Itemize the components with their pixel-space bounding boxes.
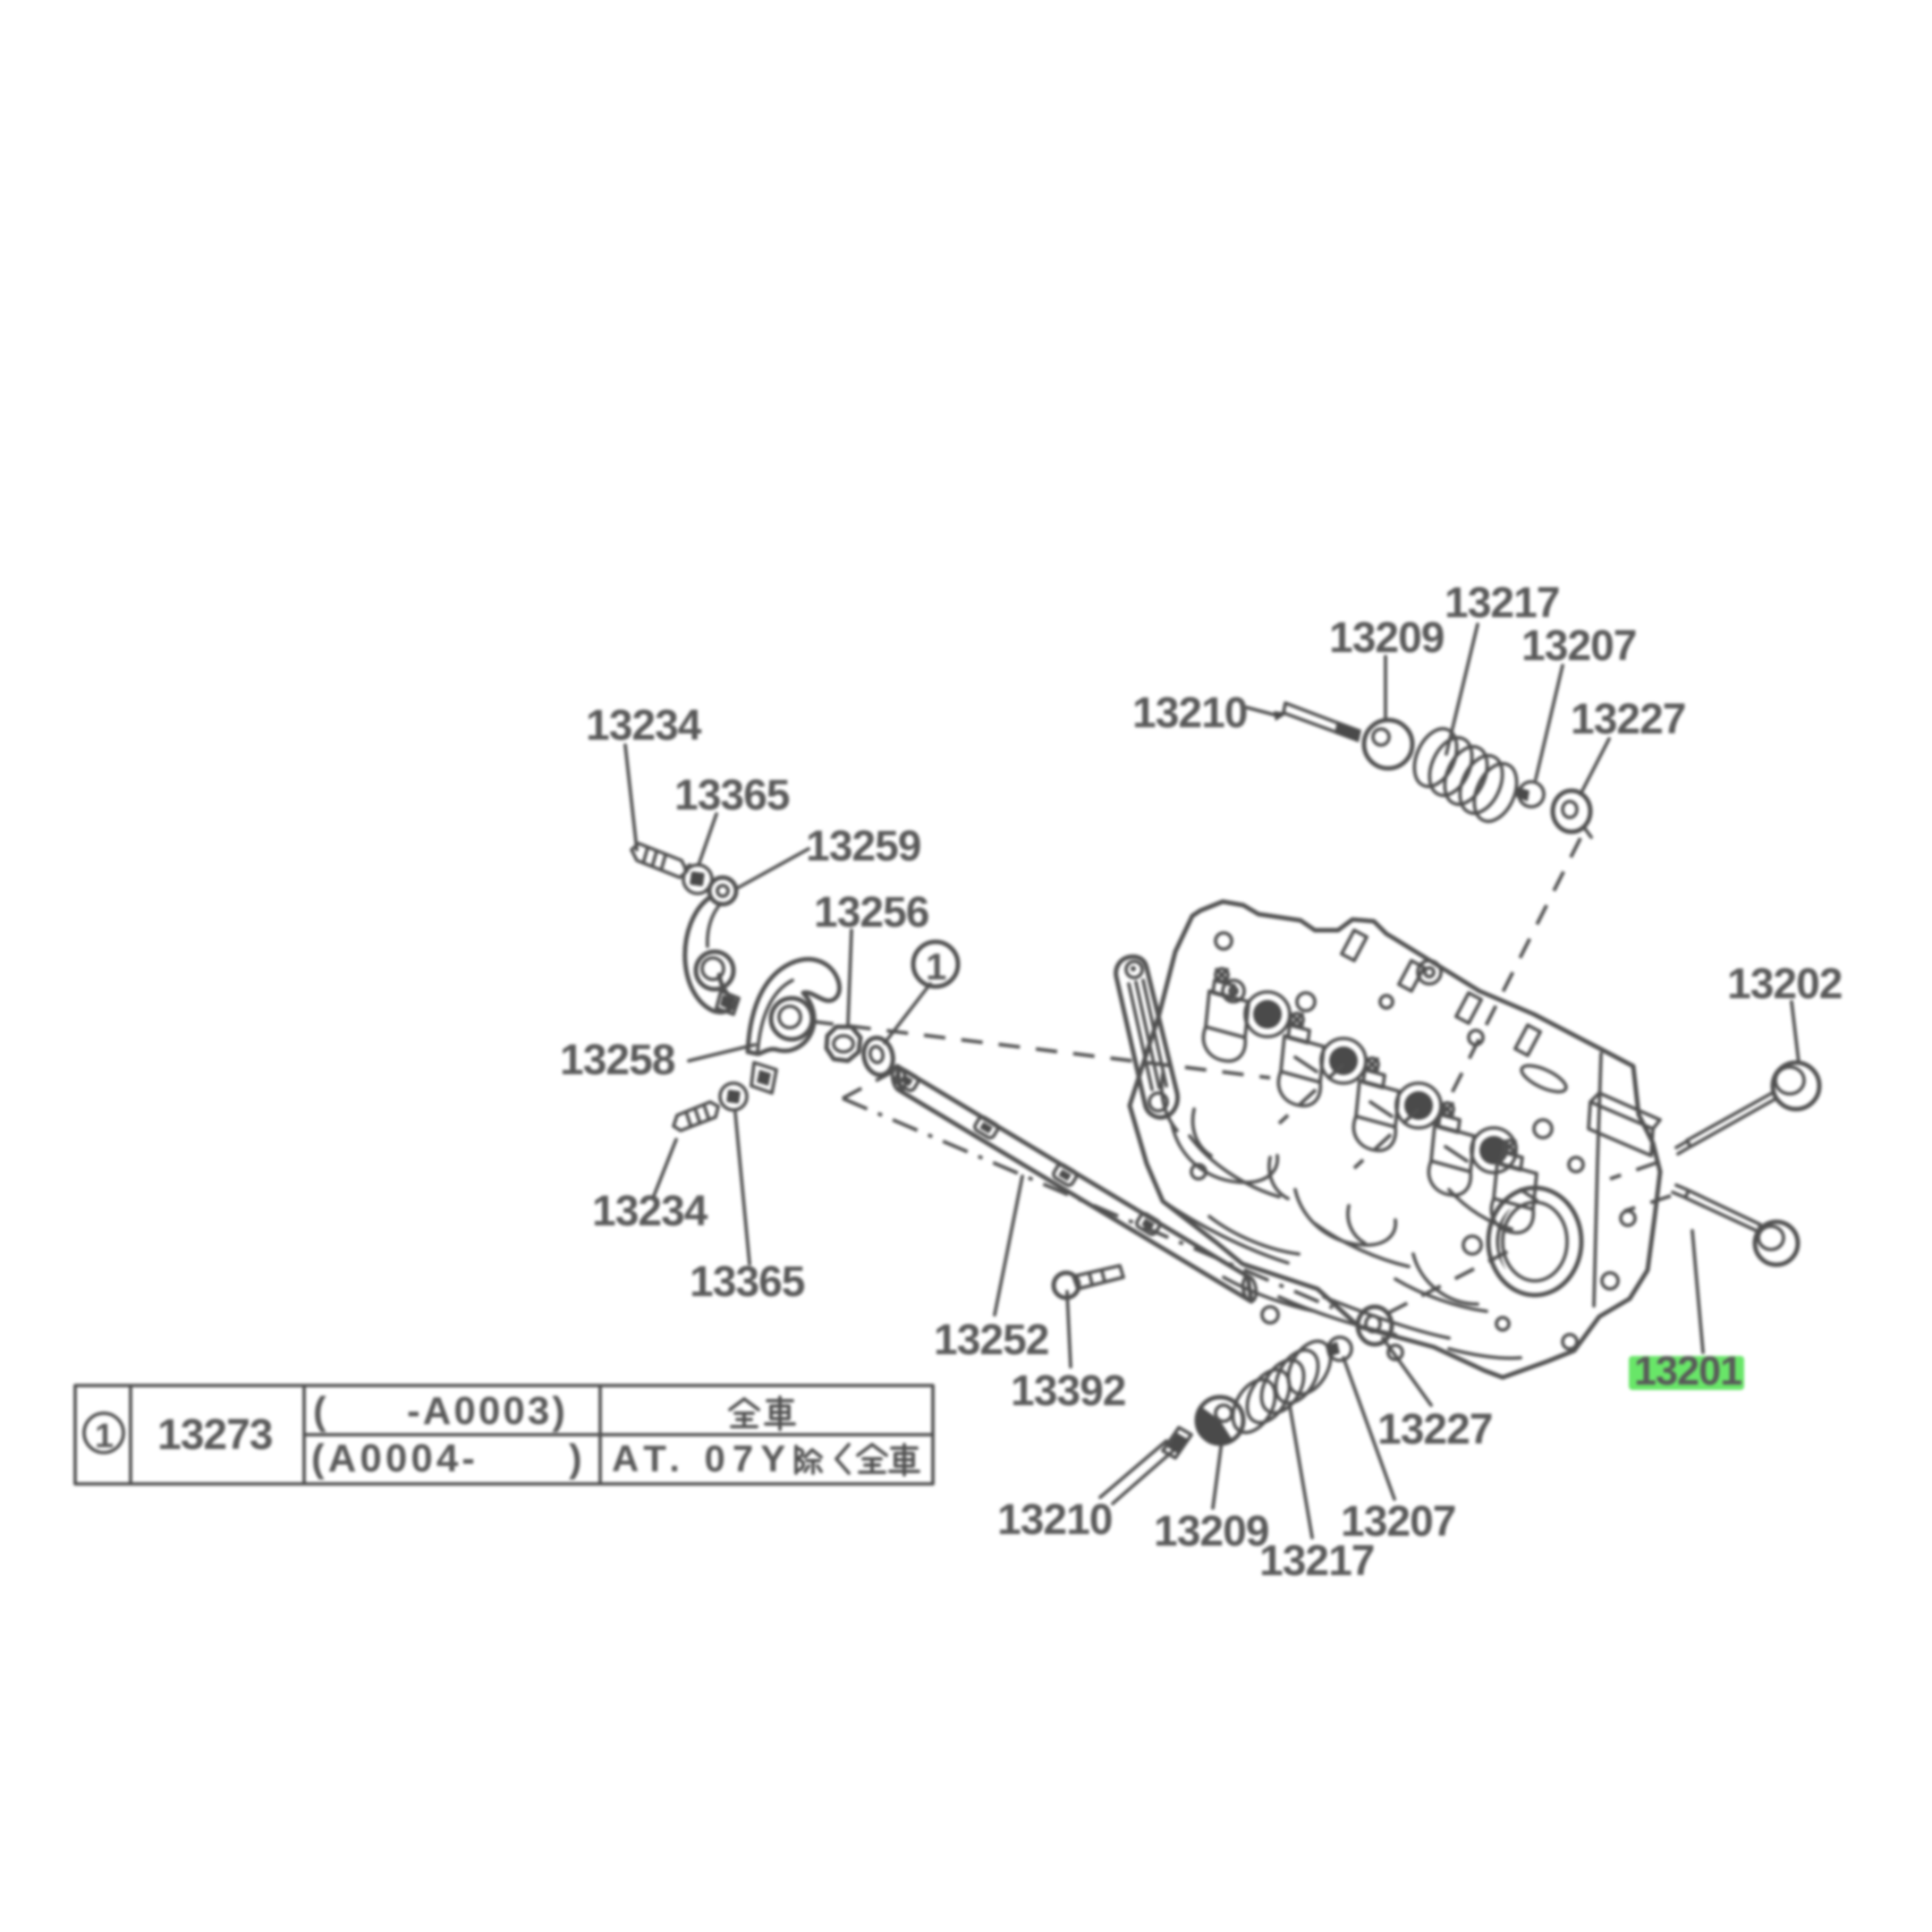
svg-text:1: 1 [95,1418,114,1455]
svg-text:13252: 13252 [934,1317,1048,1364]
svg-text:13217: 13217 [1259,1538,1374,1585]
svg-text:1: 1 [926,945,946,987]
svg-text:13201: 13201 [1634,1348,1741,1394]
svg-text:13234: 13234 [586,702,702,750]
svg-text:13210: 13210 [1132,690,1247,737]
svg-text:13392: 13392 [1011,1368,1125,1415]
svg-text:13209: 13209 [1329,614,1444,662]
svg-text:13210: 13210 [997,1496,1112,1544]
svg-text:13209: 13209 [1154,1508,1268,1555]
svg-text:13227: 13227 [1377,1406,1492,1453]
svg-text:13207: 13207 [1521,623,1636,670]
svg-text:13365: 13365 [674,772,790,819]
svg-text:13259: 13259 [806,823,920,870]
svg-text:(A0004-: (A0004- [311,1436,479,1480]
svg-text:13273: 13273 [157,1411,272,1459]
svg-text:13256: 13256 [814,889,928,936]
svg-text:13227: 13227 [1571,696,1685,743]
svg-text:13258: 13258 [560,1037,675,1084]
svg-text:13234: 13234 [592,1188,708,1235]
svg-text:13217: 13217 [1445,580,1559,627]
svg-text:): ) [569,1436,582,1480]
svg-text:AT. 07Y: AT. 07Y [612,1437,792,1479]
svg-text:13202: 13202 [1727,961,1842,1008]
svg-text:13365: 13365 [690,1258,805,1306]
svg-text:(: ( [313,1389,328,1433]
svg-text:-A0003): -A0003) [407,1389,568,1433]
svg-text:13207: 13207 [1341,1498,1455,1546]
